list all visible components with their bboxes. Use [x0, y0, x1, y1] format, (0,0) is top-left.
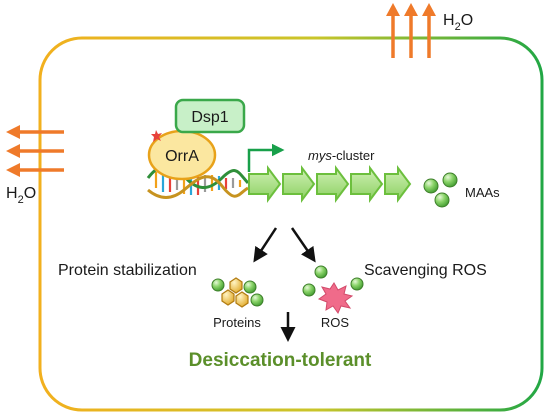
water-efflux-arrows-top-icon [386, 3, 436, 58]
protein-bound-maa-spheres [211, 278, 264, 307]
promoter-arrow-icon [247, 143, 285, 172]
mys-cluster-label: mys-cluster [308, 148, 375, 163]
scavenging-ros-label: Scavenging ROS [364, 262, 487, 279]
protein-hexagon-icon [221, 277, 249, 308]
arrow-to-scavenging-ros [290, 227, 316, 263]
mys-gene-cluster [248, 165, 412, 203]
ros-label: ROS [321, 315, 350, 330]
gene-arrow-icon [384, 165, 412, 203]
dsp1-protein [174, 98, 246, 134]
water-label-top: H2O [443, 12, 473, 33]
proteins-label: Proteins [213, 315, 261, 330]
maa-sphere-icon [423, 178, 439, 194]
gene-arrow-icon [248, 165, 282, 203]
ros-maa-spheres [302, 265, 364, 297]
ros-burst-icon [317, 282, 354, 315]
water-efflux-arrows-left-icon [6, 125, 64, 177]
gene-arrow-icon [350, 165, 384, 203]
maa-sphere-icon [442, 172, 458, 188]
maa-sphere-icon [314, 265, 328, 279]
orra-label: OrrA [165, 148, 199, 165]
maas-label: MAAs [465, 185, 500, 200]
maa-sphere-icon [250, 293, 264, 307]
arrow-to-protein-stabilization [253, 227, 278, 263]
maa-sphere-icon [302, 283, 316, 297]
dsp1-label: Dsp1 [191, 109, 228, 126]
maa-sphere-icon [211, 278, 225, 292]
maa-sphere-icon [243, 280, 257, 294]
outcome-label: Desiccation-tolerant [189, 350, 372, 371]
cell-membrane [38, 36, 544, 412]
water-label-left: H2O [6, 185, 36, 206]
phosphate-star-icon [151, 130, 162, 142]
protein-stabilization-label: Protein stabilization [58, 262, 197, 279]
maa-sphere-icon [350, 277, 364, 291]
gene-arrow-icon [316, 165, 350, 203]
maa-sphere-icon [434, 192, 450, 208]
gene-arrow-icon [282, 165, 316, 203]
maa-spheres [423, 172, 458, 208]
